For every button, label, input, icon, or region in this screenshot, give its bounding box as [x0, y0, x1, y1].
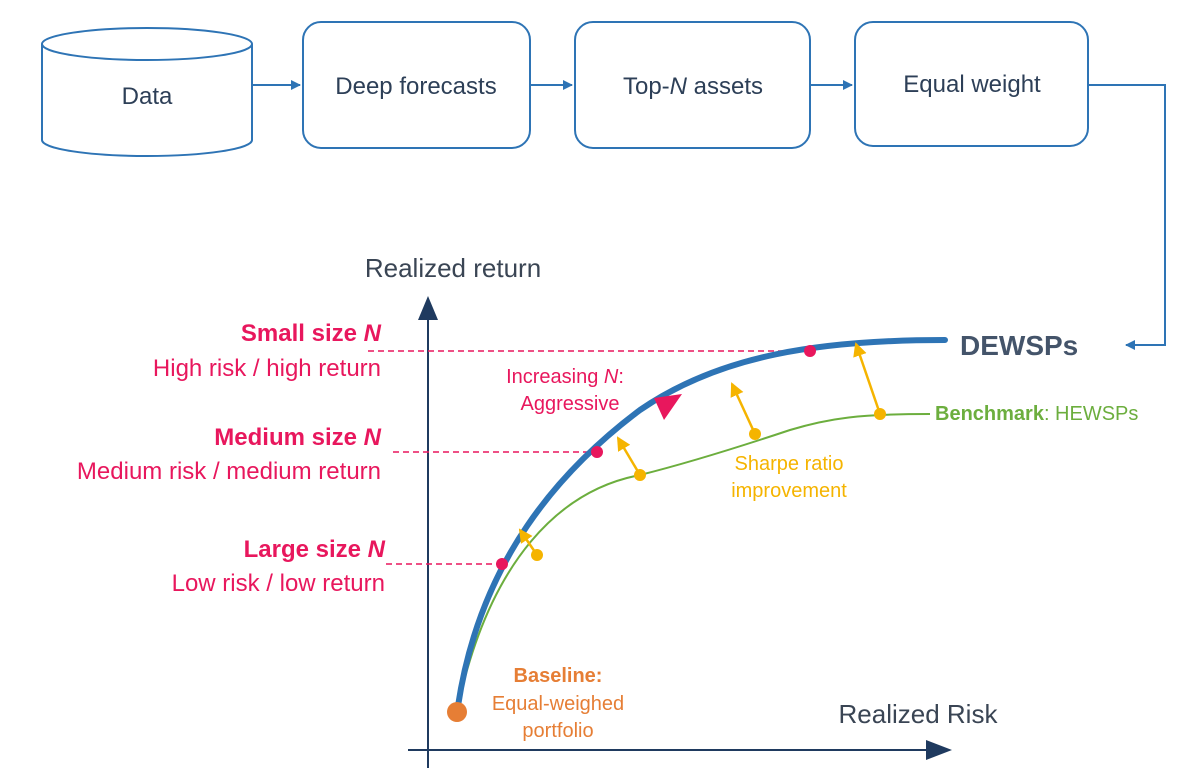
- benchmark-label-rest: : HEWSPs: [1044, 403, 1138, 425]
- increasing-n-arrowhead: [654, 394, 682, 420]
- large-size-label: Large size N Low risk / low return: [172, 536, 386, 597]
- deep-forecasts-node: Deep forecasts: [302, 21, 531, 149]
- sharpe-label-line1: Sharpe ratio: [735, 453, 844, 475]
- small-size-desc: High risk / high return: [153, 355, 381, 382]
- medium-size-title: Medium size N: [214, 424, 381, 451]
- sharpe-arrow-3: [730, 382, 757, 435]
- sharpe-label-line2: improvement: [731, 480, 847, 502]
- equal-weight-node: Equal weight: [854, 21, 1089, 147]
- top-n-assets-label: Top-N assets: [623, 73, 763, 100]
- top-n-assets-box: [574, 21, 811, 149]
- benchmark-curve: [457, 413, 931, 707]
- y-axis-arrowhead: [418, 296, 438, 320]
- equal-weight-box: [854, 21, 1089, 147]
- increasing-n-label: Increasing N:: [506, 366, 624, 388]
- benchmark-label: Benchmark: HEWSPs: [935, 403, 1138, 425]
- data-node-label: Data: [122, 83, 173, 110]
- medium-size-marker: [591, 446, 603, 458]
- large-size-desc: Low risk / low return: [172, 570, 385, 597]
- small-size-title-n: N: [364, 320, 382, 347]
- increasing-n-prefix: Increasing: [506, 366, 604, 388]
- small-size-marker: [804, 345, 816, 357]
- sharpe-arrow-4: [853, 342, 882, 415]
- data-cylinder-top: [41, 27, 253, 61]
- increasing-n-colon: :: [618, 366, 624, 388]
- baseline-line2: portfolio: [522, 720, 593, 742]
- medium-size-label: Medium size N Medium risk / medium retur…: [77, 424, 382, 485]
- large-size-title-n: N: [368, 536, 386, 563]
- dewsps-label: DEWSPs: [960, 330, 1078, 361]
- top-n-prefix: Top-: [623, 73, 670, 100]
- equal-weight-label: Equal weight: [903, 71, 1041, 98]
- large-size-marker: [496, 558, 508, 570]
- baseline-line1: Equal-weighed: [492, 693, 624, 715]
- x-axis-arrowhead: [926, 740, 952, 760]
- small-size-label: Small size N High risk / high return: [153, 320, 382, 382]
- y-axis-label: Realized return: [365, 253, 541, 283]
- medium-size-title-text: Medium size: [214, 424, 363, 451]
- sharpe-arrow-1: [518, 528, 539, 556]
- data-node: Data: [41, 27, 253, 157]
- arrow-equal-to-dewsps: [1089, 84, 1166, 350]
- small-size-title: Small size N: [241, 320, 382, 347]
- medium-size-desc: Medium risk / medium return: [77, 458, 381, 485]
- baseline-title: Baseline:: [514, 665, 603, 687]
- aggressive-label: Aggressive: [521, 393, 620, 415]
- x-axis-label: Realized Risk: [839, 699, 999, 729]
- medium-size-title-n: N: [364, 424, 382, 451]
- top-n-suffix: assets: [687, 73, 763, 100]
- large-size-title-text: Large size: [244, 536, 368, 563]
- sharpe-arrow-2: [616, 436, 642, 476]
- large-size-title: Large size N: [244, 536, 386, 563]
- top-n-assets-node: Top-N assets: [574, 21, 811, 149]
- deep-forecasts-label: Deep forecasts: [335, 73, 496, 100]
- dewsps-curve: [455, 337, 948, 709]
- increasing-n-italic: N: [604, 366, 619, 388]
- deep-forecasts-box: [302, 21, 531, 149]
- benchmark-label-bold: Benchmark: [935, 403, 1045, 425]
- baseline-marker: [447, 702, 467, 722]
- data-cylinder-body: [41, 44, 253, 157]
- small-size-title-text: Small size: [241, 320, 364, 347]
- top-n-italic: N: [670, 73, 688, 100]
